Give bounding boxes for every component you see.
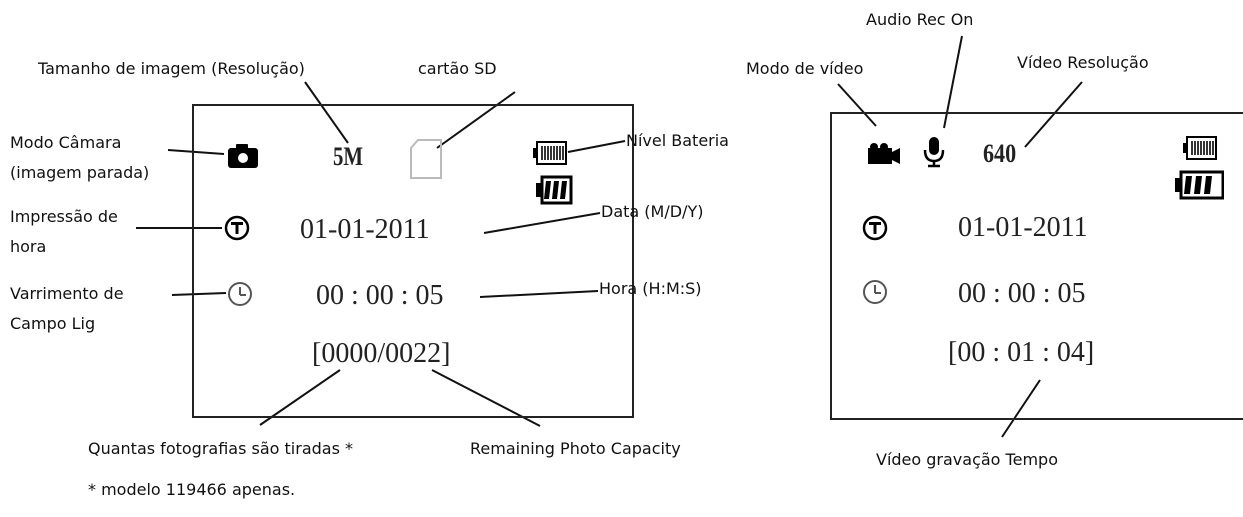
leader-date [483, 212, 601, 234]
video-battery-icon [1183, 136, 1217, 160]
label-field-scan-1: Varrimento de [10, 284, 124, 303]
label-video-resolution: Vídeo Resolução [1017, 53, 1149, 72]
label-sd-card: cartão SD [418, 59, 497, 78]
label-photos-taken: Quantas fotografias são tiradas * [88, 439, 354, 458]
leader-camera-mode [167, 149, 225, 155]
footnote: * modelo 119466 apenas. [88, 480, 296, 499]
video-battery-bars-icon [1175, 170, 1224, 200]
camera-mode-screen [192, 104, 634, 418]
leader-time [479, 290, 599, 298]
video-resolution-value: 640 [983, 139, 1017, 168]
leader-video-mode [837, 83, 877, 127]
sd-card-icon [410, 139, 442, 179]
video-clock-icon [863, 280, 887, 304]
time-value: 00 : 00 : 05 [316, 280, 444, 311]
leader-image-size [304, 81, 349, 144]
image-resolution-value: 5M [333, 142, 364, 171]
label-video-mode: Modo de vídeo [746, 59, 864, 78]
label-time-format: Hora (H:M:S) [599, 279, 702, 298]
video-time-value: 00 : 00 : 05 [958, 278, 1086, 309]
date-value: 01-01-2011 [300, 214, 430, 245]
label-remaining-capacity: Remaining Photo Capacity [470, 439, 681, 458]
label-timestamp-1: Impressão de [10, 207, 118, 226]
video-record-time-value: [00 : 01 : 04] [948, 337, 1095, 368]
battery-bars-icon [536, 175, 573, 205]
label-image-size: Tamanho de imagem (Resolução) [38, 59, 305, 78]
label-audio-rec: Audio Rec On [866, 10, 974, 29]
photo-count-value: [0000/0022] [312, 338, 451, 369]
timestamp-icon [224, 215, 250, 241]
leader-battery [567, 140, 626, 153]
video-timestamp-icon [862, 215, 888, 241]
leader-video-resolution [1024, 81, 1083, 148]
label-timestamp-2: hora [10, 237, 47, 256]
camera-icon [228, 144, 258, 168]
leader-video-record-time [1001, 379, 1041, 438]
battery-icon [533, 141, 567, 165]
label-camera-mode-1: Modo Câmara [10, 133, 122, 152]
leader-photos-taken [259, 369, 341, 426]
video-mode-screen [830, 112, 1243, 420]
label-camera-mode-2: (imagem parada) [10, 163, 150, 182]
label-video-record-time: Vídeo gravação Tempo [876, 450, 1058, 469]
label-field-scan-2: Campo Lig [10, 314, 96, 333]
leader-field-scan [171, 292, 227, 296]
microphone-icon [923, 137, 945, 168]
video-camera-icon [868, 143, 900, 164]
clock-icon [228, 282, 252, 306]
label-battery-level: Nível Bateria [626, 131, 729, 150]
video-date-value: 01-01-2011 [958, 212, 1088, 243]
leader-sd-card [436, 91, 516, 149]
label-date-format: Data (M/D/Y) [601, 202, 704, 221]
